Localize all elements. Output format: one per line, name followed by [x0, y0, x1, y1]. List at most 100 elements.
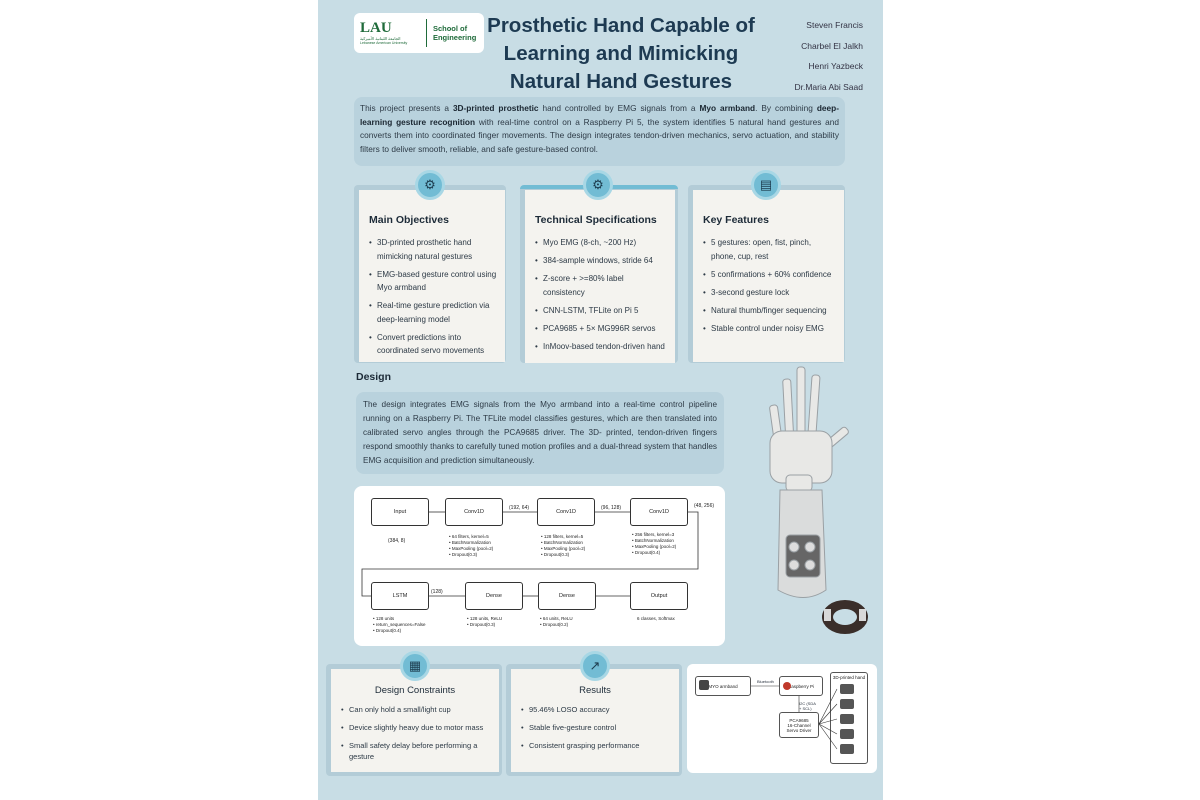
- hand-label: 3D-printed hand: [832, 675, 866, 680]
- system-connections: [699, 680, 854, 754]
- intro-bold: deep-learning gesture recognition: [360, 103, 839, 127]
- node-lstm: LSTM: [371, 582, 429, 610]
- system-diagram: MYO armband Bluetooth Raspberry Pi I2C (…: [687, 664, 877, 773]
- author: Charbel El Jalkh: [801, 40, 863, 51]
- pi-label: Raspberry Pi: [787, 683, 814, 689]
- author: Henri Yazbeck: [808, 61, 864, 71]
- intro-bold: 3D-printed prosthetic: [452, 103, 539, 113]
- features-card: Key Features 5 gestures: open, fist, pin…: [693, 190, 844, 362]
- list-item: Convert predictions into coordinated ser…: [369, 331, 497, 358]
- design-text: The design integrates EMG signals from t…: [356, 392, 724, 474]
- layer-details: • 128 units • return_sequences=False • D…: [373, 616, 426, 633]
- list-item: PCA9685 + 5× MG996R servos: [535, 322, 667, 336]
- shape-label: (96, 128): [601, 505, 622, 511]
- list-item: Natural thumb/finger sequencing: [703, 304, 836, 318]
- logo-divider: [426, 19, 427, 47]
- card-title: Key Features: [703, 214, 769, 226]
- card-title: Design Constraints: [374, 685, 456, 696]
- layer-details: • 128 units, ReLU • Dropout(0.3): [467, 616, 503, 627]
- node-conv1d: Conv1D: [445, 498, 503, 526]
- diagram-arrows: [361, 511, 699, 597]
- lau-logo: LAU الجامعة اللبنانية الأميركية Lebanese…: [354, 13, 484, 53]
- list-item: 384-sample windows, stride 64: [535, 254, 667, 268]
- pca9685-box: PCA9685 16-Channel Servo Driver: [779, 712, 819, 738]
- list-item: Stable control under noisy EMG: [703, 322, 836, 336]
- intro-span: hand controlled by EMG signals from a: [538, 103, 700, 113]
- pca-label: PCA9685 16-Channel Servo Driver: [786, 717, 812, 733]
- node-output: Output: [630, 582, 688, 610]
- shape-label: (384, 8): [388, 538, 406, 544]
- intro-text: This project presents a 3D-printed prost…: [354, 97, 845, 166]
- objectives-card: Main Objectives 3D-printed prosthetic ha…: [359, 190, 505, 362]
- card-title: Main Objectives: [369, 214, 449, 226]
- node-dense: Dense: [538, 582, 596, 610]
- objectives-card-frame: Main Objectives 3D-printed prosthetic ha…: [354, 185, 506, 363]
- list-item: 95.46% LOSO accuracy: [521, 704, 669, 715]
- prosthetic-hand-image: [769, 366, 868, 634]
- raspberry-pi-box: Raspberry Pi: [779, 676, 823, 696]
- specs-card: Technical Specifications Myo EMG (8-ch, …: [525, 190, 675, 363]
- author: Steven Francis: [806, 20, 863, 30]
- features-badge: ▤: [751, 170, 781, 200]
- authors: Steven Francis Charbel El Jalkh Henri Ya…: [794, 15, 863, 97]
- list-item: 3D-printed prosthetic hand mimicking nat…: [369, 236, 497, 263]
- poster-title: Prosthetic Hand Capable of Learning and …: [487, 14, 755, 93]
- list-item: Myo EMG (8-ch, ~200 Hz): [535, 236, 667, 250]
- intro-span: This project presents a: [360, 103, 453, 113]
- design-heading: Design: [356, 371, 392, 383]
- list-item: Stable five-gesture control: [521, 722, 669, 733]
- specs-card-frame: Technical Specifications Myo EMG (8-ch, …: [520, 185, 678, 363]
- layer-details: • 64 units, ReLU • Dropout(0.2): [540, 616, 573, 627]
- chart-icon: ▦: [408, 658, 422, 673]
- logo-subtitle: Lebanese American University: [360, 41, 408, 45]
- list-item: Consistent grasping performance: [521, 740, 669, 751]
- intro-span: . By combining: [755, 103, 817, 113]
- layer-details: • 256 filters, kernel=3 • BatchNormaliza…: [632, 532, 677, 555]
- i2c-label: I2C (SDA + SCL): [799, 701, 816, 711]
- card-title: Technical Specifications: [535, 214, 657, 226]
- features-card-frame: Key Features 5 gestures: open, fist, pin…: [688, 185, 845, 363]
- myo-box: MYO armband: [695, 676, 751, 696]
- intro-span: with real-time control on a Raspberry Pi…: [360, 116, 840, 154]
- list-item: Small safety delay before performing a g…: [341, 740, 489, 762]
- layer-details: 6 classes, Softmax: [637, 616, 675, 621]
- logo-school: School of Engineering: [432, 24, 477, 42]
- list-item: Real-time gesture prediction via deep-le…: [369, 299, 497, 326]
- gear-hand-icon: ⚙: [424, 177, 436, 192]
- list-item: Device slightly heavy due to motor mass: [341, 722, 489, 733]
- document-icon: ▤: [759, 177, 773, 192]
- constraints-card: Design Constraints Can only hold a small…: [331, 669, 499, 772]
- myo-label: MYO armband: [708, 683, 738, 689]
- node-dense: Dense: [465, 582, 523, 610]
- list-item: Can only hold a small/light cup: [341, 704, 489, 715]
- gear-icon: ⚙: [592, 177, 604, 192]
- author: Dr.Maria Abi Saad: [794, 81, 863, 92]
- list-item: EMG-based gesture control using Myo armb…: [369, 268, 497, 295]
- layer-details: • 64 filters, kernel=5 • BatchNormalizat…: [449, 534, 494, 557]
- layer-details: • 128 filters, kernel=5 • BatchNormaliza…: [541, 534, 586, 557]
- node-conv1d: Conv1D: [537, 498, 595, 526]
- objectives-badge: ⚙: [415, 170, 445, 200]
- node-conv1d: Conv1D: [630, 498, 688, 526]
- logo-arabic: الجامعة اللبنانية الأميركية: [360, 36, 401, 41]
- list-item: 5 gestures: open, fist, pinch, phone, cu…: [703, 236, 836, 263]
- node-input: Input: [371, 498, 429, 526]
- results-badge: ↗: [580, 651, 610, 681]
- constraints-badge: ▦: [400, 651, 430, 681]
- list-item: 3-second gesture lock: [703, 286, 836, 300]
- results-card: Results 95.46% LOSO accuracy Stable five…: [511, 669, 679, 772]
- myo-armband-image: [822, 600, 868, 634]
- shape-label: (48, 256): [694, 503, 715, 509]
- trend-icon: ↗: [589, 658, 601, 673]
- list-item: Z-score + >=80% label consistency: [535, 272, 667, 299]
- card-title: Results: [579, 685, 611, 696]
- model-diagram: Input Conv1D Conv1D Conv1D LSTM Dense De…: [354, 486, 725, 646]
- shape-label: (192, 64): [509, 505, 530, 511]
- list-item: InMoov-based tendon-driven hand: [535, 340, 667, 354]
- logo-brand: LAU: [360, 20, 392, 36]
- list-item: 5 confirmations + 60% confidence: [703, 268, 836, 282]
- bluetooth-label: Bluetooth: [757, 679, 774, 684]
- lau-logo-mark: LAU الجامعة اللبنانية الأميركية Lebanese…: [360, 20, 420, 46]
- intro-bold: Myo armband: [699, 103, 756, 113]
- poster: LAU الجامعة اللبنانية الأميركية Lebanese…: [318, 0, 883, 800]
